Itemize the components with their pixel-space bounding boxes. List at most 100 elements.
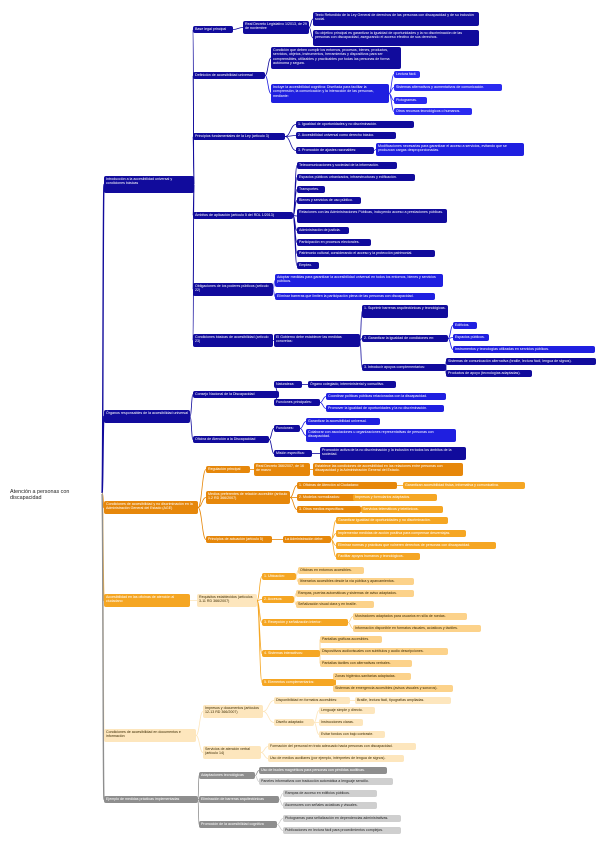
node-obligaciones-de-los-poderes[interactable]: Obligaciones de los poderes públicos (ar… — [193, 283, 273, 296]
node-diseno-adaptado[interactable]: Diseño adaptado: — [274, 719, 314, 726]
node-funciones-principales[interactable]: Funciones principales: — [274, 399, 320, 406]
node-patrimonio-cultural-considerando-el[interactable]: Patrimonio cultural, considerando el acc… — [297, 250, 435, 257]
node-1-suprimir-barreras-arquitectonicas[interactable]: 1. Suprimir barreras arquitectónicas y t… — [362, 305, 448, 318]
node-real-decreto-legislativo-1[interactable]: Real Decreto Legislativo 1/2013, de 29 d… — [243, 21, 309, 34]
node-el-gobierno-debe-establecer[interactable]: El Gobierno debe establecer las medidas … — [274, 334, 360, 347]
node-formacion-del-personal-en[interactable]: Formación del personal en trato adecuado… — [268, 743, 416, 750]
node-dispositivos-audiovisuales-con-subtitulos[interactable]: Dispositivos audiovisuales con subtítulo… — [320, 648, 448, 655]
node-instrucciones-claras[interactable]: Instrucciones claras. — [319, 719, 363, 726]
node-modificaciones-necesarias-para-garantizar[interactable]: Modificaciones necesarias para garantiza… — [376, 143, 524, 156]
node-eliminar-barreras-que-limiten[interactable]: Eliminar barreras que limiten la partici… — [275, 293, 435, 300]
node-garantizar-la-accesibilidad-universal[interactable]: Garantizar la accesibilidad universal. — [306, 418, 380, 425]
node-incluye-la-accesibilidad-cognitiva[interactable]: Incluye la accesibilidad cognitiva: Dise… — [271, 84, 389, 103]
node-adaptaciones-tecnologicas[interactable]: Adaptaciones tecnológicas — [199, 772, 255, 779]
node-promocion-de-la-accesibilidad[interactable]: Promoción de la accesibilidad cognitiva — [199, 821, 277, 828]
node-principios-de-actuacion-articulo[interactable]: Principios de actuación (artículo 5) — [206, 536, 272, 543]
node-sistemas-de-comunicacion-alternativa[interactable]: Sistemas de comunicación alternativa (br… — [446, 358, 596, 365]
node-promocion-activa-de-la[interactable]: Promoción activa de la no discriminación… — [320, 447, 466, 460]
node-adoptar-medidas-para-garantizar[interactable]: Adoptar medidas para garantizar la acces… — [275, 274, 443, 287]
node-instrumentos-y-tecnologias-utilizadas[interactable]: Instrumentos y tecnologías utilizadas en… — [453, 346, 595, 353]
node-5-elementos-complementarios[interactable]: 5. Elementos complementarios: — [262, 679, 336, 686]
node-promover-la-igualdad-de[interactable]: Promover la igualdad de oportunidades y … — [326, 405, 444, 412]
node-condiciones-de-accesibilidad-en[interactable]: Condiciones de accesibilidad en document… — [104, 729, 196, 742]
node-funciones[interactable]: Funciones: — [274, 425, 300, 432]
node-accesibilidad-en-las-oficinas[interactable]: Accesibilidad en las oficinas de atenció… — [104, 594, 190, 607]
node-condicion-que-deben-cumplir[interactable]: Condición que deben cumplir los entornos… — [271, 47, 401, 69]
node-zonas-higienico-sanitarias-adaptadas[interactable]: Zonas higiénico-sanitarias adaptadas. — [333, 673, 411, 680]
node-pictogramas[interactable]: Pictogramas. — [394, 97, 427, 104]
node-2-garantizar-la-igualdad[interactable]: 2. Garantizar la igualdad de condiciones… — [362, 335, 448, 342]
node-definicion-de-accesibilidad-universal[interactable]: Definición de accesibilidad universal — [193, 72, 265, 79]
node-pantallas-graficas-accesibles[interactable]: Pantallas gráficas accesibles. — [320, 636, 382, 643]
node-condiciones-basicas-de-accesibilidad[interactable]: Condiciones básicas de accesibilidad (ar… — [193, 334, 273, 347]
node-texto-refundido-de-la[interactable]: Texto Refundido de la Ley General de der… — [313, 12, 479, 26]
node-medios-preferentes-de-relacion[interactable]: Medios preferentes de relación accesible… — [206, 491, 290, 504]
node-regulacion-principal[interactable]: Regulación principal — [206, 466, 250, 473]
node-braille-lectura-facil-tipografias[interactable]: Braille, lectura fácil, tipografías ampl… — [355, 697, 451, 704]
node-3-otros-medios-especificos[interactable]: 3. Otros medios específicos: — [297, 506, 361, 513]
node-introduccion-a-la-accesibilidad[interactable]: Introducción a la accesibilidad universa… — [104, 176, 194, 193]
node-mision-especifica[interactable]: Misión específica: — [274, 450, 312, 457]
node-relaciones-con-las-administraciones[interactable]: Relaciones con las Administraciones Públ… — [297, 209, 447, 223]
node-ambitos-de-aplicacion-articulo[interactable]: Ámbitos de aplicación (artículo 5 del RD… — [193, 212, 293, 219]
node-oficina-de-atencion-a[interactable]: Oficina de Atención a la Discapacidad — [193, 436, 269, 443]
node-establece-las-condiciones-de[interactable]: Establece las condiciones de accesibilid… — [313, 463, 463, 476]
node-uso-de-medios-auxiliares[interactable]: Uso de medios auxiliares (por ejemplo, i… — [268, 755, 404, 762]
node-disponibilidad-en-formatos-accesibles[interactable]: Disponibilidad en formatos accesibles: — [274, 697, 350, 704]
node-la-administracion-debe[interactable]: La Administración debe: — [283, 536, 331, 543]
node-otros-recursos-tecnologicos-o[interactable]: Otros recursos tecnológicos o humanos. — [394, 108, 472, 115]
node-sistemas-de-emergencia-accesibles[interactable]: Sistemas de emergencia accesibles (aviso… — [333, 685, 453, 692]
node-garantizar-igualdad-de-oportunidades[interactable]: Garantizar igualdad de oportunidades y n… — [336, 517, 448, 524]
node-productos-de-apoyo-tecnologias[interactable]: Productos de apoyo (tecnologías adaptada… — [446, 370, 532, 377]
node-oficinas-en-entornos-accesibles[interactable]: Oficinas en entornos accesibles. — [298, 567, 364, 574]
node-mostradores-adaptados-para-usuarios[interactable]: Mostradores adaptados para usuarios en s… — [353, 613, 467, 620]
node-real-decreto-366-2007[interactable]: Real Decreto 366/2007, de 16 de marzo — [254, 463, 310, 476]
node-organo-colegiado-interministerial-y[interactable]: Órgano colegiado, interministerial y con… — [308, 381, 396, 388]
node-edificios[interactable]: Edificios. — [453, 322, 477, 329]
node-servicios-de-atencion-verbal[interactable]: Servicios de atención verbal (artículo 1… — [203, 746, 261, 759]
node-evitar-fondos-con-bajo[interactable]: Evitar fondos con bajo contraste. — [319, 731, 385, 738]
node-rampas-puertas-automaticas-y[interactable]: Rampas, puertas automáticas y sistemas d… — [296, 590, 414, 597]
node-ascensores-con-senales-acusticas[interactable]: Ascensores con señales acústicas y visua… — [283, 802, 377, 809]
node-1-ubicacion[interactable]: 1. Ubicación: — [262, 573, 296, 580]
node-impresos-y-documentos-articulos[interactable]: Impresos y documentos (artículos 12-13 R… — [203, 705, 263, 718]
node-pictogramas-para-senalizacion-en[interactable]: Pictogramas para señalización en depende… — [283, 815, 401, 822]
node-2-accesos[interactable]: 2. Accesos: — [262, 596, 294, 603]
node-coordinar-politicas-publicas-relacionadas[interactable]: Coordinar políticas públicas relacionada… — [326, 393, 446, 400]
node-2-accesibilidad-universal-como[interactable]: 2. Accesibilidad universal como derecho … — [296, 132, 396, 139]
node-sistemas-alternativos-y-aumentativos[interactable]: Sistemas alternativos y aumentativos de … — [394, 84, 502, 91]
root-topic[interactable]: Atención a personas con discapacidad — [10, 489, 70, 501]
node-requisitos-establecidos-articulos-3[interactable]: Requisitos establecidos (artículos 3-11 … — [197, 594, 257, 607]
node-administracion-de-justicia[interactable]: Administración de justicia. — [297, 227, 349, 234]
node-facilitar-apoyos-humanos-y[interactable]: Facilitar apoyos humanos y tecnológicos. — [336, 553, 420, 560]
node-3-introducir-apoyos-complementarios[interactable]: 3. Introducir apoyos complementarios: — [362, 364, 446, 371]
node-paneles-informativos-con-traduccion[interactable]: Paneles informativos con traducción auto… — [259, 778, 393, 785]
node-participacion-en-procesos-electorales[interactable]: Participación en procesos electorales. — [297, 239, 371, 246]
node-uso-de-bucles-magneticos[interactable]: Uso de bucles magnéticos para personas c… — [259, 767, 387, 774]
node-implementar-medidas-de-accion[interactable]: Implementar medidas de acción positiva p… — [336, 530, 466, 537]
node-pantallas-tactiles-con-alternativas[interactable]: Pantallas táctiles con alternativas verb… — [320, 660, 412, 667]
node-4-sistemas-interactivos[interactable]: 4. Sistemas interactivos: — [262, 650, 320, 657]
node-espacios-publicos-urbanizados-infraestructuras[interactable]: Espacios públicos urbanizados, infraestr… — [297, 174, 415, 181]
node-itinerarios-accesibles-desde-la[interactable]: Itinerarios accesibles desde la vía públ… — [298, 578, 414, 585]
node-telecomunicaciones-y-sociedad-de[interactable]: Telecomunicaciones y sociedad de la info… — [297, 162, 397, 169]
node-senalizacion-visual-clara-y[interactable]: Señalización visual clara y en braille. — [296, 601, 374, 608]
node-3-recepcion-y-senalizacion[interactable]: 3. Recepción y señalización interior: — [262, 619, 348, 626]
node-2-modelos-normalizados[interactable]: 2. Modelos normalizados: — [297, 494, 357, 501]
node-lectura-facil[interactable]: Lectura fácil. — [394, 71, 420, 78]
node-principios-fundamentales-de-la[interactable]: Principios fundamentales de la Ley (artí… — [193, 133, 285, 140]
node-organos-responsables-de-la[interactable]: Órganos responsables de la accesibilidad… — [104, 410, 190, 423]
node-eliminar-normas-y-practicas[interactable]: Eliminar normas y prácticas que vulneren… — [336, 542, 496, 549]
node-informacion-disponible-en-formatos[interactable]: Información disponible en formatos visua… — [353, 625, 481, 632]
node-naturaleza[interactable]: Naturaleza: — [274, 381, 302, 388]
node-lenguaje-simple-y-directo[interactable]: Lenguaje simple y directo. — [319, 707, 375, 714]
node-empleo[interactable]: Empleo. — [297, 262, 319, 269]
node-su-objetivo-principal-es[interactable]: Su objetivo principal es garantizar la i… — [313, 30, 479, 46]
node-consejo-nacional-de-la[interactable]: Consejo Nacional de la Discapacidad — [193, 391, 279, 398]
node-impresos-y-formularios-adaptados[interactable]: Impresos y formularios adaptados. — [353, 494, 437, 501]
node-ejemplo-de-medidas-practicas[interactable]: Ejemplo de medidas prácticas implementad… — [104, 796, 198, 803]
node-transportes[interactable]: Transportes. — [297, 186, 325, 193]
node-servicios-telematicos-y-telefonicos[interactable]: Servicios telemáticos y telefónicos. — [361, 506, 443, 513]
node-3-promocion-de-ajustes[interactable]: 3. Promoción de ajustes razonables: — [296, 147, 374, 154]
node-condiciones-de-accesibilidad-y[interactable]: Condiciones de accesibilidad y no discri… — [104, 501, 198, 514]
